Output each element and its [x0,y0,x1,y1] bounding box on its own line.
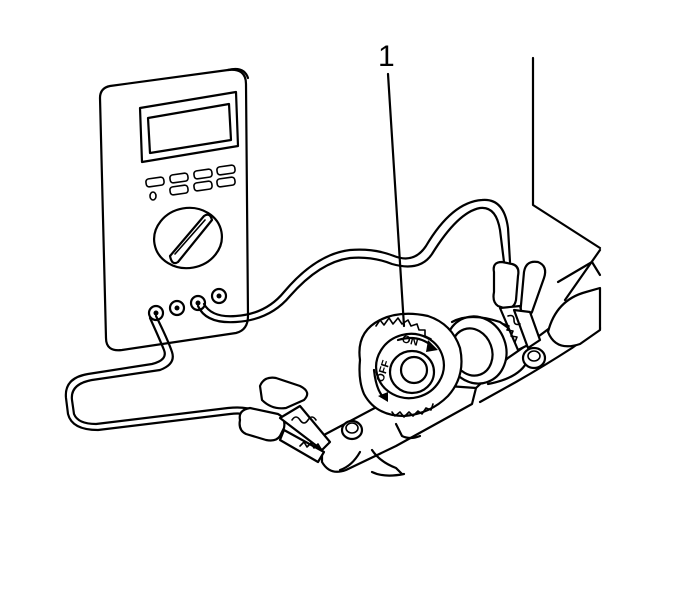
multimeter-selector-dial [153,206,223,270]
callout-1: 1 [378,40,406,328]
multimeter-display [138,90,240,164]
vehicle-panel-outline [531,56,602,302]
alligator-clip-negative [238,376,332,464]
alligator-clip-positive [492,260,547,352]
callout-number: 1 [378,40,395,73]
knob-label-on: ON [401,333,420,349]
multimeter-buttons [145,164,236,201]
test-lead-negative [64,314,258,432]
digital-multimeter [98,67,250,352]
test-lead-positive [196,198,512,324]
multimeter-input-jacks [147,287,228,322]
rotary-switch-knob: ON OFF [358,312,463,418]
